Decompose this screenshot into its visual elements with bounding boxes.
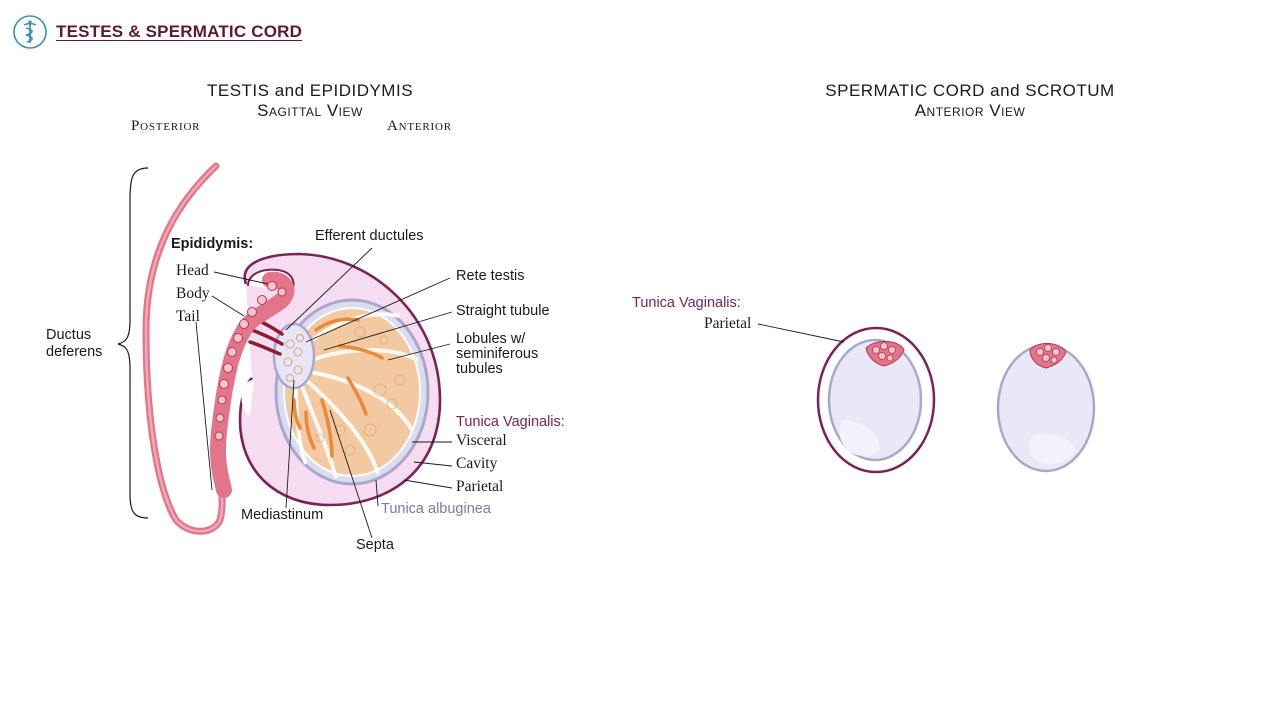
parietal-label: Parietal (456, 478, 504, 495)
ductus-deferens-label: Ductus deferens (46, 327, 103, 360)
right-view-title-line1: SPERMATIC CORD and SCROTUM (825, 81, 1115, 100)
lobules-label: Lobules w/ seminiferous tubules (456, 331, 539, 377)
page-header: TESTES & SPERMATIC CORD (12, 14, 302, 50)
seminiferous-tubules (292, 317, 384, 458)
epididymis-coils (214, 281, 287, 441)
right-parietal-leader (757, 323, 845, 343)
visceral-label: Visceral (456, 432, 507, 449)
right-tunica-vaginalis-label: Tunica Vaginalis: (632, 295, 741, 311)
tunica-vaginalis-label: Tunica Vaginalis: (456, 414, 565, 430)
caduceus-icon (13, 15, 47, 49)
tail-label: Tail (176, 308, 200, 325)
right-view-title-line2: Anterior View (914, 101, 1026, 120)
epididymis (209, 271, 295, 498)
head-label: Head (176, 262, 209, 279)
epididymis-label: Epididymis: (171, 236, 254, 252)
straight-tubule-label: Straight tubule (456, 303, 550, 319)
leader-lines-left (195, 247, 453, 539)
left-view-title-line2: Sagittal View (257, 101, 363, 120)
right-parietal-label: Parietal (704, 315, 752, 332)
ductus-deferens-brace (117, 167, 149, 519)
efferent-ductules-label: Efferent ductules (315, 228, 424, 244)
rete-testis-label: Rete testis (456, 268, 525, 284)
left-view-title: TESTIS and EPIDIDYMIS Sagittal View (180, 81, 440, 121)
right-view-title: SPERMATIC CORD and SCROTUM Anterior View (800, 81, 1140, 121)
body-label: Body (176, 285, 210, 302)
left-view-title-line1: TESTIS and EPIDIDYMIS (206, 81, 414, 100)
tunica-albuginea-label: Tunica albuginea (381, 501, 491, 517)
septa-label: Septa (356, 537, 394, 553)
rete-testis (283, 334, 304, 382)
anterior-label: Anterior (387, 118, 452, 134)
page-title: TESTES & SPERMATIC CORD (56, 22, 303, 41)
mediastinum (272, 322, 316, 390)
tubule-coils (315, 326, 406, 456)
posterior-label: Posterior (131, 118, 201, 134)
cavity-label: Cavity (456, 455, 498, 472)
mediastinum-label: Mediastinum (241, 507, 324, 523)
